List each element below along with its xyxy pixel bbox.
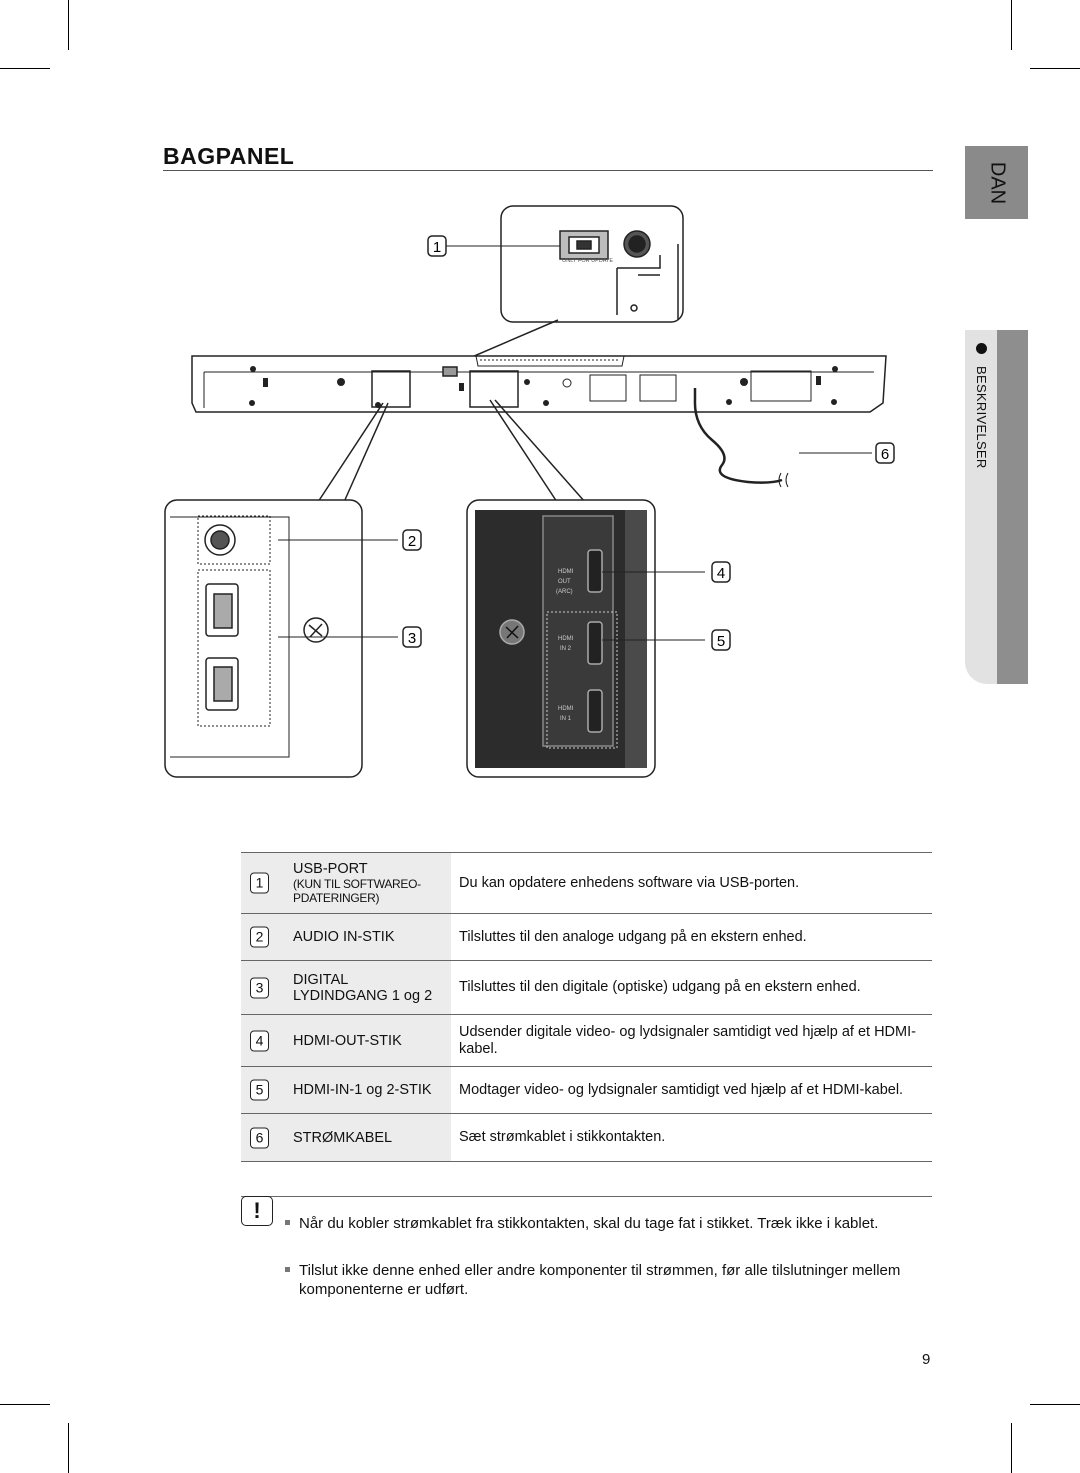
connector-table: 1 USB-PORT (KUN TIL SOFTWAREO- PDATERING… xyxy=(241,852,932,1162)
table-row: 4 HDMI-OUT-STIK Udsender digitale video-… xyxy=(241,1015,932,1067)
note-item: Når du kobler strømkablet fra stikkontak… xyxy=(285,1214,939,1233)
row-name: HDMI-IN-1 og 2-STIK xyxy=(293,1082,432,1098)
soundbar-back xyxy=(191,355,887,413)
svg-text:HDMI: HDMI xyxy=(558,706,574,712)
row-name-sub: PDATERINGER) xyxy=(293,891,380,905)
row-description: Udsender digitale video- og lydsignaler … xyxy=(459,1023,916,1057)
table-row: 6 STRØMKABEL Sæt strømkablet i stikkonta… xyxy=(241,1114,932,1162)
row-number: 2 xyxy=(250,926,269,948)
hdmi-in2-port xyxy=(587,621,603,665)
crop-mark xyxy=(1030,68,1080,69)
row-name: LYDINDGANG 1 og 2 xyxy=(293,987,433,1004)
row-description: Sæt strømkablet i stikkontakten. xyxy=(459,1129,666,1145)
audio-port-module xyxy=(371,370,411,408)
title-divider xyxy=(163,170,933,171)
notes-divider xyxy=(241,1196,932,1197)
audio-zoom-box xyxy=(164,499,363,778)
crop-mark xyxy=(1011,0,1012,50)
callout-2: 2 xyxy=(402,529,422,551)
page-number: 9 xyxy=(922,1351,931,1368)
row-description: Tilsluttes til den analoge udgang på en … xyxy=(459,928,807,945)
row-name: DIGITAL xyxy=(293,971,349,988)
row-description: Modtager video- og lydsignaler samtidigt… xyxy=(459,1081,904,1098)
usb-zoom-box xyxy=(500,205,684,323)
svg-text:OUT: OUT xyxy=(558,579,571,585)
row-number: 6 xyxy=(250,1127,269,1148)
row-name: AUDIO IN-STIK xyxy=(293,929,395,945)
crop-mark xyxy=(68,0,69,50)
table-row: 3 DIGITAL LYDINDGANG 1 og 2 Tilsluttes t… xyxy=(241,961,932,1015)
usb-port-label: ONLY FOR UPDATE xyxy=(562,258,613,264)
callout-5: 5 xyxy=(711,629,731,651)
row-name-sub: (KUN TIL SOFTWAREO- xyxy=(293,877,421,891)
callout-1: 1 xyxy=(427,235,447,257)
svg-text:IN 1: IN 1 xyxy=(560,716,572,722)
svg-text:6: 6 xyxy=(881,446,889,463)
hdmi-out-port xyxy=(587,549,603,593)
row-description: Tilsluttes til den digitale (optiske) ud… xyxy=(459,979,861,995)
rear-panel-diagram: ONLY FOR UPDATE HDMI OUT (ARC) HDMI IN 2… xyxy=(164,205,895,778)
warning-icon: ! xyxy=(241,1196,273,1226)
svg-text:HDMI: HDMI xyxy=(558,569,574,575)
crop-mark xyxy=(1030,1404,1080,1405)
callout-4: 4 xyxy=(711,561,731,583)
crop-mark xyxy=(0,1404,50,1405)
row-number: 4 xyxy=(250,1030,269,1051)
language-tab: DAN xyxy=(965,146,1028,219)
note-item: Tilslut ikke denne enhed eller andre kom… xyxy=(285,1261,939,1299)
svg-text:4: 4 xyxy=(717,565,725,582)
section-tab: BESKRIVELSER xyxy=(965,330,1028,684)
row-number: 1 xyxy=(250,872,269,894)
row-number: 5 xyxy=(250,1079,269,1101)
svg-text:2: 2 xyxy=(408,533,416,550)
hdmi-in1-port xyxy=(587,689,603,733)
row-name: USB-PORT xyxy=(293,861,368,877)
page-title: BAGPANEL xyxy=(163,143,295,169)
svg-text:IN 2: IN 2 xyxy=(560,646,572,652)
table-row: 5 HDMI-IN-1 og 2-STIK Modtager video- og… xyxy=(241,1067,932,1114)
crop-mark xyxy=(68,1423,69,1473)
power-cable xyxy=(693,388,783,484)
table-row: 2 AUDIO IN-STIK Tilsluttes til den analo… xyxy=(241,914,932,961)
svg-text:5: 5 xyxy=(717,633,725,650)
svg-text:1: 1 xyxy=(433,239,441,256)
crop-mark xyxy=(0,68,50,69)
screw-icon xyxy=(303,617,329,643)
row-name: HDMI-OUT-STIK xyxy=(293,1032,402,1049)
callout-6: 6 xyxy=(875,442,895,464)
audio-jack-icon xyxy=(204,524,236,556)
callout-3: 3 xyxy=(402,626,422,648)
svg-text:HDMI: HDMI xyxy=(558,636,574,642)
row-number: 3 xyxy=(250,977,269,998)
bullet-icon xyxy=(976,343,987,354)
crop-mark xyxy=(1011,1423,1012,1473)
svg-text:3: 3 xyxy=(408,630,416,647)
svg-text:(ARC): (ARC) xyxy=(556,589,573,595)
row-description: Du kan opdatere enhedens software via US… xyxy=(459,874,800,891)
row-name: STRØMKABEL xyxy=(293,1129,393,1146)
table-row: 1 USB-PORT (KUN TIL SOFTWAREO- PDATERING… xyxy=(241,852,932,914)
